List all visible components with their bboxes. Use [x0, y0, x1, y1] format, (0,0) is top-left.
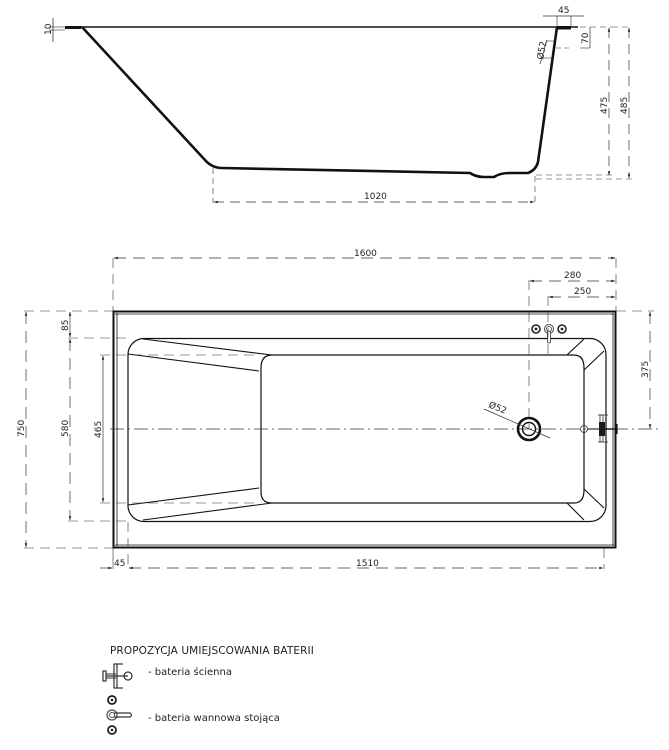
dim-rim-width: 45 [558, 6, 569, 16]
legend-label-wall-faucet: - bateria ścienna [148, 667, 232, 678]
dim-faucet-offset-inner: 250 [574, 287, 591, 297]
legend-item-wall-faucet: - bateria ścienna [102, 663, 314, 699]
plan-view: Ø52 1600 280 [17, 249, 660, 570]
legend-item-deck-faucet: - bateria wannowa stojąca [106, 695, 314, 739]
dim-total-width: 750 [17, 420, 27, 437]
dim-drain-diameter: Ø52 [487, 400, 508, 417]
wall-faucet-symbol [580, 414, 618, 443]
side-view: 10 45 Ø52 70 475 485 1020 [44, 6, 632, 204]
faucet-placement-legend: PROPOZYCJA UMIEJSCOWANIA BATERII - bater… [102, 645, 314, 739]
dim-bottom-width: 465 [94, 421, 104, 438]
dim-center-offset: 375 [641, 361, 651, 378]
deck-mounted-faucet-icon [106, 695, 133, 735]
dim-bottom-length: 1020 [364, 192, 387, 202]
dim-total-length: 1600 [354, 249, 377, 259]
dim-total-height: 485 [620, 97, 630, 114]
side-profile [81, 26, 559, 179]
dim-inner-length: 1510 [356, 559, 379, 569]
wall-faucet-icon [102, 663, 133, 689]
dim-rim-left: 45 [114, 559, 125, 569]
dim-inner-width: 580 [61, 420, 71, 437]
dim-overflow-diameter: Ø52 [535, 40, 549, 60]
dim-rim-top: 85 [61, 320, 71, 331]
dim-inner-depth: 475 [600, 97, 610, 114]
dim-rim-thickness: 10 [44, 23, 54, 35]
legend-label-deck-faucet: - bateria wannowa stojąca [148, 713, 280, 724]
drain-icon: Ø52 [483, 400, 551, 442]
legend-title: PROPOZYCJA UMIEJSCOWANIA BATERII [110, 645, 314, 657]
dim-overflow-offset: 70 [581, 32, 591, 44]
dim-faucet-offset-outer: 280 [564, 271, 581, 281]
deck-faucet-symbol [531, 324, 567, 344]
